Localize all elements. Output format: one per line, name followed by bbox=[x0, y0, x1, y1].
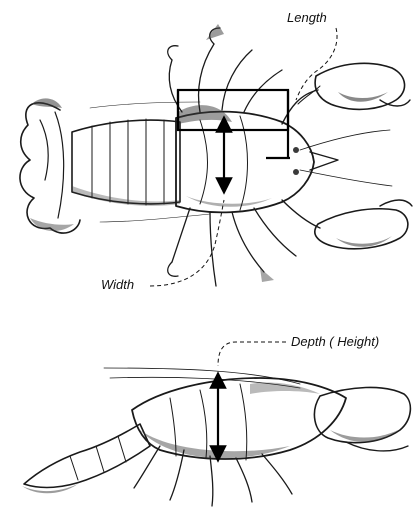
side-claw bbox=[314, 387, 410, 451]
walking-legs-lower bbox=[168, 208, 296, 286]
lobster-top-view bbox=[20, 24, 412, 286]
upper-claw bbox=[282, 63, 410, 124]
side-antenna-1 bbox=[104, 368, 300, 384]
walking-legs-upper bbox=[168, 24, 282, 112]
side-tail bbox=[22, 424, 150, 493]
lower-claw bbox=[282, 200, 412, 249]
carapace bbox=[176, 105, 338, 212]
abdomen bbox=[72, 119, 180, 206]
tail-fan bbox=[20, 98, 80, 233]
lobster-side-view bbox=[22, 342, 410, 506]
length-measure bbox=[178, 90, 290, 158]
depth-leader bbox=[218, 342, 286, 366]
width-label: Width bbox=[101, 277, 134, 292]
length-label: Length bbox=[287, 10, 327, 25]
depth-label: Depth ( Height) bbox=[291, 334, 379, 349]
